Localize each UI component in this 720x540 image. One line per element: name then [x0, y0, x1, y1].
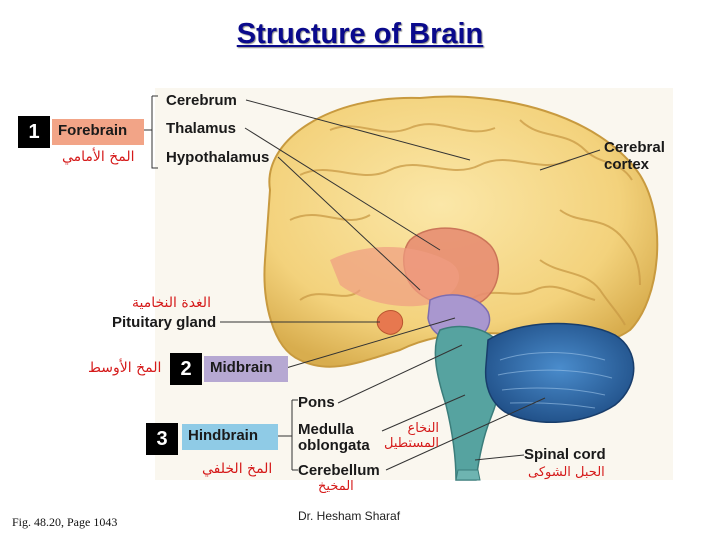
- pituitary-shape: [376, 310, 404, 335]
- cerebellum-shape: [484, 322, 635, 423]
- pituitary-gland-label: Pituitary gland: [112, 314, 217, 331]
- region-number-3: 3: [146, 423, 178, 455]
- forebrain-band: [330, 247, 460, 307]
- forebrain-label: Forebrain: [52, 119, 144, 145]
- spinal-cord-arabic: الحبل الشوكى: [528, 465, 605, 480]
- cerebellum-label: Cerebellum: [298, 462, 380, 479]
- cerebellum-arabic: المخيخ: [318, 479, 354, 494]
- cerebral-cortex-label: Cerebral cortex: [604, 139, 665, 173]
- leader-lines: [140, 95, 601, 471]
- spinal-cord-label: Spinal cord: [524, 446, 606, 463]
- pituitary-arabic: الغدة النخامية: [132, 295, 211, 311]
- spinal-cord-shape: [455, 469, 481, 481]
- page-title: Structure of Brain: [236, 18, 484, 50]
- midbrain-label: Midbrain: [204, 356, 288, 382]
- medulla-arabic: النخاع المستطيل: [384, 421, 440, 451]
- figure-reference: Fig. 48.20, Page 1043: [12, 515, 118, 529]
- cerebellum-folia: [497, 352, 613, 409]
- cerebrum-label: Cerebrum: [166, 92, 237, 109]
- gyri-lines: [289, 119, 641, 326]
- author-credit: Dr. Hesham Sharaf: [298, 509, 401, 523]
- hindbrain-arabic: المخ الخلفي: [202, 461, 273, 477]
- region-number-2: 2: [170, 353, 202, 385]
- forebrain-arabic: المخ الأمامي: [62, 149, 135, 165]
- hypothalamus-label: Hypothalamus: [166, 149, 270, 166]
- pons-label: Pons: [298, 394, 335, 411]
- midbrain-arabic: المخ الأوسط: [88, 360, 162, 376]
- hindbrain-label: Hindbrain: [182, 424, 278, 450]
- region-number-1: 1: [18, 116, 50, 148]
- medulla-oblongata-label: Medulla oblongata: [298, 421, 370, 454]
- thalamus-label: Thalamus: [166, 120, 237, 137]
